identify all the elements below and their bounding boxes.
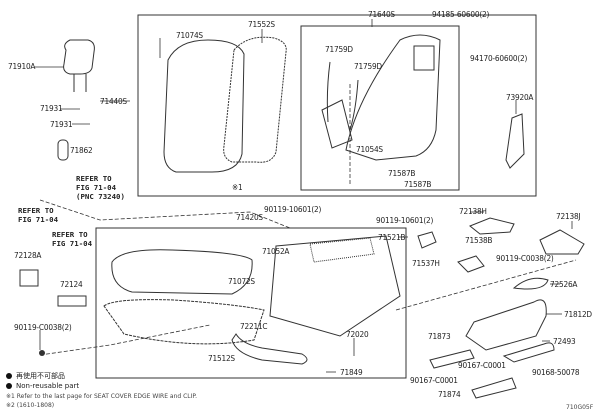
- note-2: ※2 (1610-1808): [6, 402, 55, 409]
- part-label: 71910A: [8, 61, 36, 71]
- part-label: 71072S: [228, 276, 255, 286]
- bullet-icon: [6, 383, 12, 389]
- part-label: 71552S: [248, 19, 275, 29]
- side-shield-drawing: [465, 299, 547, 351]
- part-label: 72493: [553, 336, 576, 346]
- seat-track-drawing: [269, 235, 401, 337]
- part-label: 72020: [346, 329, 369, 339]
- part-label: 73920A: [506, 92, 534, 102]
- part-label: 71440S: [100, 96, 127, 106]
- legend-text: 再使用不可部品: [16, 372, 65, 380]
- part-label: 71759D: [325, 44, 353, 54]
- part-label: 71538B: [465, 235, 493, 245]
- legend-non-reusable-en: Non-reusable part: [6, 382, 79, 391]
- edge-wire-drawing: [231, 333, 308, 365]
- knob-72526A-drawing: [512, 277, 549, 290]
- part-label: 71873: [428, 331, 451, 341]
- cushion-group-box: [95, 227, 407, 379]
- part-label: 72128A: [14, 250, 42, 260]
- seat-cushion-pad-drawing: [103, 299, 265, 345]
- part-label: 72138J: [556, 211, 581, 221]
- side-airbag-drawing: [505, 113, 525, 169]
- part-label: 90119-10601(2): [376, 215, 434, 225]
- part-label: 71931: [50, 119, 73, 129]
- bullet-icon: [6, 373, 12, 379]
- refer-note: REFER TO FIG 71-04: [18, 206, 59, 224]
- part-label: 71537H: [412, 258, 440, 268]
- note-mark: ※1: [232, 182, 243, 192]
- part-label: 71054S: [356, 144, 383, 154]
- bracket-72138H-drawing: [469, 217, 515, 235]
- legend-non-reusable-jp: 再使用不可部品: [6, 372, 65, 381]
- refer-note: REFER TO FIG 71-04 (PNC 73240): [76, 174, 125, 201]
- part-label: 72526A: [550, 279, 578, 289]
- part-label: 71420S: [236, 212, 263, 222]
- part-label: 90119-C0038(2): [14, 322, 72, 332]
- legend-text: Non-reusable part: [16, 382, 80, 390]
- part-label: 71587B: [388, 168, 416, 178]
- refer-note: REFER TO FIG 71-04: [52, 230, 93, 248]
- part-label: 72138H: [459, 206, 487, 216]
- part-label: 94185-60600(2): [432, 9, 490, 19]
- figure-code: 710G05F: [566, 404, 594, 411]
- part-label: 71862: [70, 145, 93, 155]
- cover-72493-drawing: [502, 342, 555, 363]
- note-1: ※1 Refer to the last page for SEAT COVER…: [6, 393, 197, 400]
- lumbar-drawing: [321, 99, 353, 149]
- seat-cushion-cover-drawing: [111, 249, 253, 295]
- part-label: 90168-50078: [532, 367, 580, 377]
- part-label: 94170-60600(2): [470, 53, 528, 63]
- part-label: 71874: [438, 389, 461, 399]
- part-label: 72124: [60, 279, 83, 289]
- seatback-group-box: [137, 14, 537, 197]
- part-label: 71849: [340, 367, 363, 377]
- part-label: 71812D: [564, 309, 592, 319]
- seatback-frame-drawing: [345, 34, 441, 161]
- bracket-72138J-drawing: [539, 229, 585, 255]
- part-label: 71759D: [354, 61, 382, 71]
- seatback-pad-drawing: [223, 36, 287, 163]
- part-label: 71931: [40, 103, 63, 113]
- part-label: 71512S: [208, 353, 235, 363]
- part-label: 71640S: [368, 9, 395, 19]
- part-label: 71587B: [404, 179, 432, 189]
- part-label: 72211C: [240, 321, 268, 331]
- frame-group-box: [300, 25, 460, 191]
- part-label: 71052A: [262, 246, 290, 256]
- part-label: 90119-10601(2): [264, 204, 322, 214]
- part-label: 90119-C0038(2): [496, 253, 554, 263]
- part-label: 71521B: [378, 232, 406, 242]
- headrest-drawing: [63, 39, 95, 75]
- seatback-cover-drawing: [163, 39, 245, 173]
- part-label: 90167-C0001: [458, 360, 506, 370]
- part-label: 90167-C0001: [410, 375, 458, 385]
- part-label: 71074S: [176, 30, 203, 40]
